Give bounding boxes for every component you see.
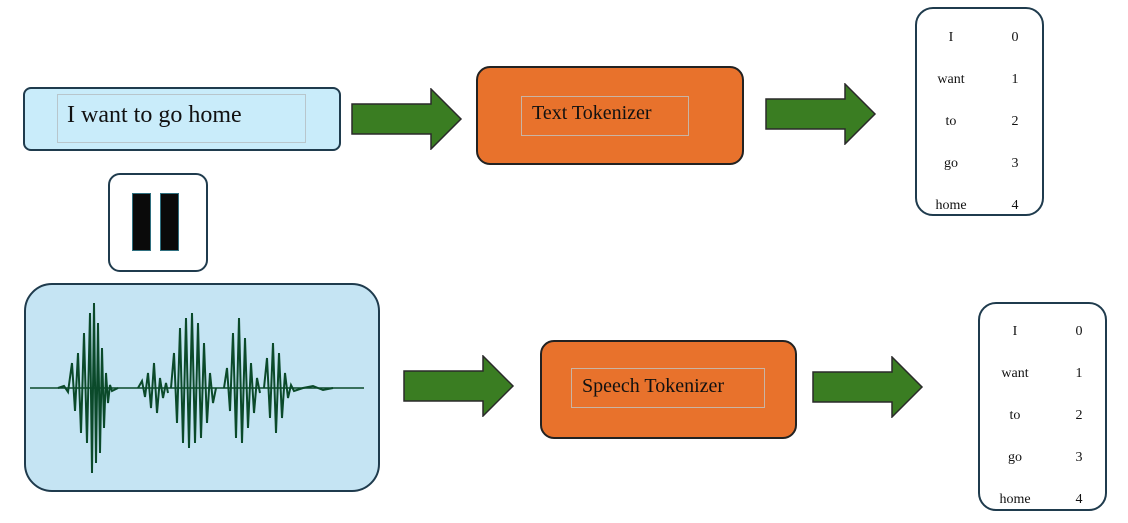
text-input-frame xyxy=(57,94,306,143)
text-tokenizer-frame xyxy=(521,96,689,136)
token-id: 0 xyxy=(1075,324,1083,339)
equals-box xyxy=(108,173,208,272)
token-word: to xyxy=(1009,408,1021,423)
token-id: 2 xyxy=(1011,114,1019,129)
equals-icon xyxy=(160,193,179,251)
speech-token-card xyxy=(978,302,1107,511)
token-word: go xyxy=(944,156,958,171)
equals-icon xyxy=(132,193,151,251)
token-id: 3 xyxy=(1011,156,1019,171)
waveform-icon xyxy=(28,293,368,488)
text-tokenizer-box xyxy=(476,66,744,165)
arrow-right-icon xyxy=(351,88,463,150)
token-id: 1 xyxy=(1075,366,1083,381)
text-token-card xyxy=(915,7,1044,216)
speech-tokenizer-label: Speech Tokenizer xyxy=(582,375,725,397)
token-word: go xyxy=(1008,450,1022,465)
speech-tokenizer-frame xyxy=(571,368,765,408)
token-id: 2 xyxy=(1075,408,1083,423)
token-word: I xyxy=(948,30,954,45)
token-id: 4 xyxy=(1075,492,1083,507)
token-word: want xyxy=(1001,366,1029,381)
speech-tokenizer-box xyxy=(540,340,797,439)
text-input-box xyxy=(23,87,341,151)
token-word: to xyxy=(945,114,957,129)
token-word: home xyxy=(935,198,967,213)
arrow-right-icon xyxy=(812,356,924,418)
token-id: 4 xyxy=(1011,198,1019,213)
token-id: 0 xyxy=(1011,30,1019,45)
text-tokenizer-label: Text Tokenizer xyxy=(532,102,652,124)
token-id: 3 xyxy=(1075,450,1083,465)
token-id: 1 xyxy=(1011,72,1019,87)
arrow-right-icon xyxy=(765,83,877,145)
arrow-right-icon xyxy=(403,355,515,417)
token-word: want xyxy=(937,72,965,87)
text-input-label: I want to go home xyxy=(67,102,242,128)
token-word: home xyxy=(999,492,1031,507)
token-word: I xyxy=(1012,324,1018,339)
